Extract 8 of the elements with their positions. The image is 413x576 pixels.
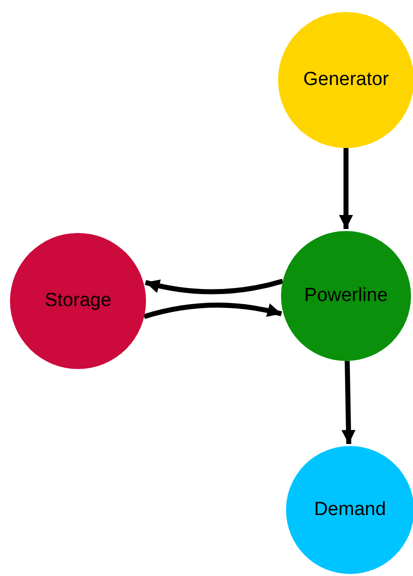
node-label: Generator bbox=[303, 68, 389, 92]
arrow bbox=[144, 302, 282, 319]
node-label: Storage bbox=[44, 288, 112, 313]
arrow bbox=[339, 148, 353, 229]
arrow bbox=[342, 360, 356, 444]
arrow bbox=[144, 278, 284, 294]
node-label: Demand bbox=[314, 498, 386, 522]
node-label: Powerline bbox=[304, 284, 388, 308]
